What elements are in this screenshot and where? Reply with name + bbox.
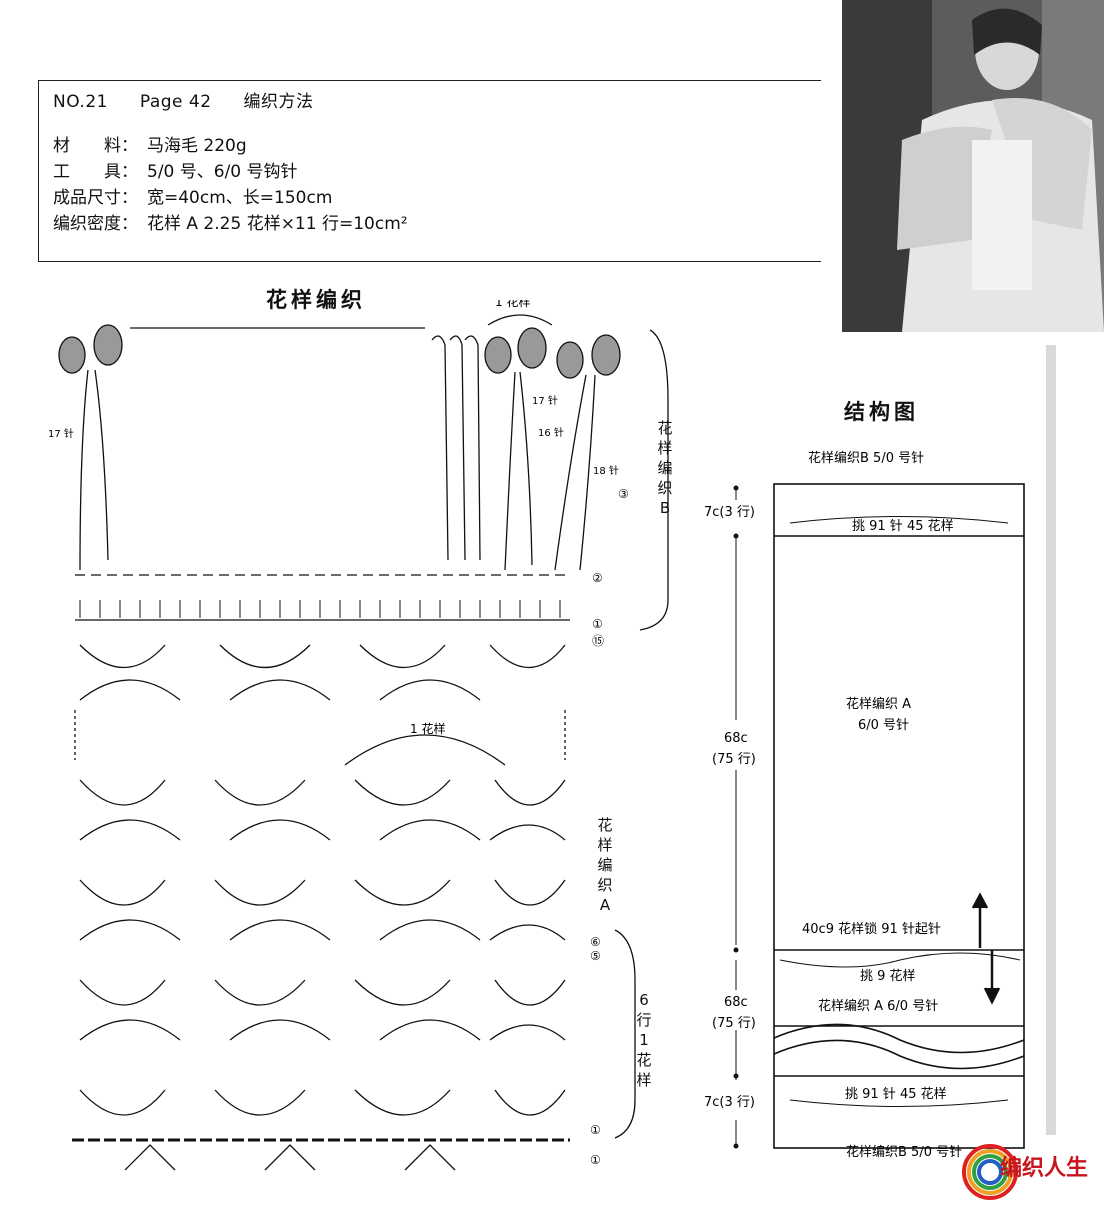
- flower-right-2: [554, 334, 621, 571]
- stitch-16: 16 针: [538, 426, 564, 439]
- wave-bottom: [773, 1039, 1025, 1070]
- direction-arrows: [971, 892, 1001, 1005]
- bottom-b-label: 花样编织B 5/0 号针: [846, 1144, 962, 1160]
- bottom-fans: [124, 1144, 456, 1171]
- flower-left: [58, 324, 123, 571]
- stitch-18: 18 针: [593, 464, 619, 477]
- crochet-chart: 1 花样 17 针 17 针 16 针 18 针 1 花样 ③ ② ① ⑮ ⑥ …: [48, 300, 669, 1171]
- marker-5: ⑤: [590, 949, 601, 963]
- watermark-logo: [962, 1144, 1018, 1200]
- repeat-rows-label: 6行1花样: [636, 991, 652, 1089]
- bottom-pick-arc: [789, 1099, 1009, 1107]
- repeat-arc-top: [487, 314, 553, 326]
- gauge-row: 编织密度：花样 A 2.25 花样×11 行=10cm²: [53, 214, 408, 234]
- repeat-arc-mid: [344, 734, 506, 766]
- bottom-pick-label: 挑 91 针 45 花样: [845, 1086, 947, 1102]
- watermark-text: 编织人生: [1000, 1156, 1089, 1181]
- marker-6: ⑥: [590, 935, 601, 949]
- photo-drawing: [842, 0, 1104, 332]
- flower-right-1: [484, 327, 547, 571]
- right-margin-strip: [1046, 345, 1056, 1135]
- method-title: 编织方法: [243, 92, 314, 112]
- model-photo: [842, 0, 1104, 332]
- chain-label: 40c9 花样锁 91 针起针: [802, 921, 941, 937]
- pick-9-label: 挑 9 花样: [860, 968, 916, 984]
- main-hook-label: 6/0 号针: [858, 718, 909, 733]
- marker-1a: ①: [592, 617, 603, 631]
- top-b-label: 花样编织B 5/0 号针: [808, 450, 924, 466]
- section-a-label: 花样编织A: [597, 816, 613, 914]
- stitch-ticks: [79, 600, 561, 618]
- section-b-label: 花样编织B: [657, 419, 673, 517]
- section-b-bracket: [639, 329, 669, 631]
- main-pattern-label: 花样编织 A: [846, 696, 911, 712]
- structure-diagram: 花样编织B 5/0 号针 7c(3 行) 挑 91 针 45 花样 68c (7…: [704, 450, 1025, 1160]
- marker-15: ⑮: [592, 634, 604, 648]
- main-height-2: 68c: [724, 995, 748, 1010]
- pattern-chart-title: 花样编织: [266, 288, 366, 312]
- materials-row: 材 料：马海毛 220g: [53, 136, 247, 156]
- structure-title: 结构图: [844, 400, 919, 424]
- wave-top: [773, 1023, 1025, 1054]
- one-repeat-top-label: 1 花样: [495, 300, 530, 309]
- main-rows-1: (75 行): [712, 752, 756, 767]
- materials-box: NO.21 Page 42 编织方法 材 料：马海毛 220g 工 具：5/0 …: [38, 80, 821, 262]
- fan-rows-top: [79, 644, 566, 701]
- one-repeat-mid-label: 1 花样: [410, 721, 445, 736]
- page-number: Page 42: [139, 92, 212, 112]
- fan-rows-a: [79, 779, 566, 1116]
- shawl-outline: [773, 483, 1025, 1149]
- stitch-17-left: 17 针: [48, 427, 74, 440]
- stitch-17-right: 17 针: [532, 394, 558, 407]
- size-row: 成品尺寸：宽=40cm、长=150cm: [53, 188, 333, 208]
- dimension-dots: [733, 485, 739, 1149]
- top-height-label: 7c(3 行): [704, 505, 755, 520]
- repeat-bracket: [614, 929, 636, 1139]
- top-pick-label: 挑 91 针 45 花样: [852, 518, 954, 534]
- main-rows-2: (75 行): [712, 1016, 756, 1031]
- marker-3: ③: [618, 487, 629, 501]
- lower-pattern-label: 花样编织 A 6/0 号针: [818, 998, 938, 1014]
- top-pick-arc: [789, 516, 1009, 524]
- mid-pick-arc: [779, 952, 1021, 968]
- marker-1c: ①: [590, 1153, 601, 1167]
- tools-row: 工 具：5/0 号、6/0 号钩针: [53, 162, 298, 182]
- main-height-1: 68c: [724, 731, 748, 746]
- pattern-number: NO.21: [53, 92, 108, 112]
- materials-list: 材 料：马海毛 220g 工 具：5/0 号、6/0 号钩针 成品尺寸：宽=40…: [53, 133, 408, 237]
- fringe-loops: [431, 335, 481, 561]
- header-line: NO.21 Page 42 编织方法: [53, 87, 339, 112]
- marker-2: ②: [592, 571, 603, 585]
- marker-1b: ①: [590, 1123, 601, 1137]
- bottom-height-label: 7c(3 行): [704, 1095, 755, 1110]
